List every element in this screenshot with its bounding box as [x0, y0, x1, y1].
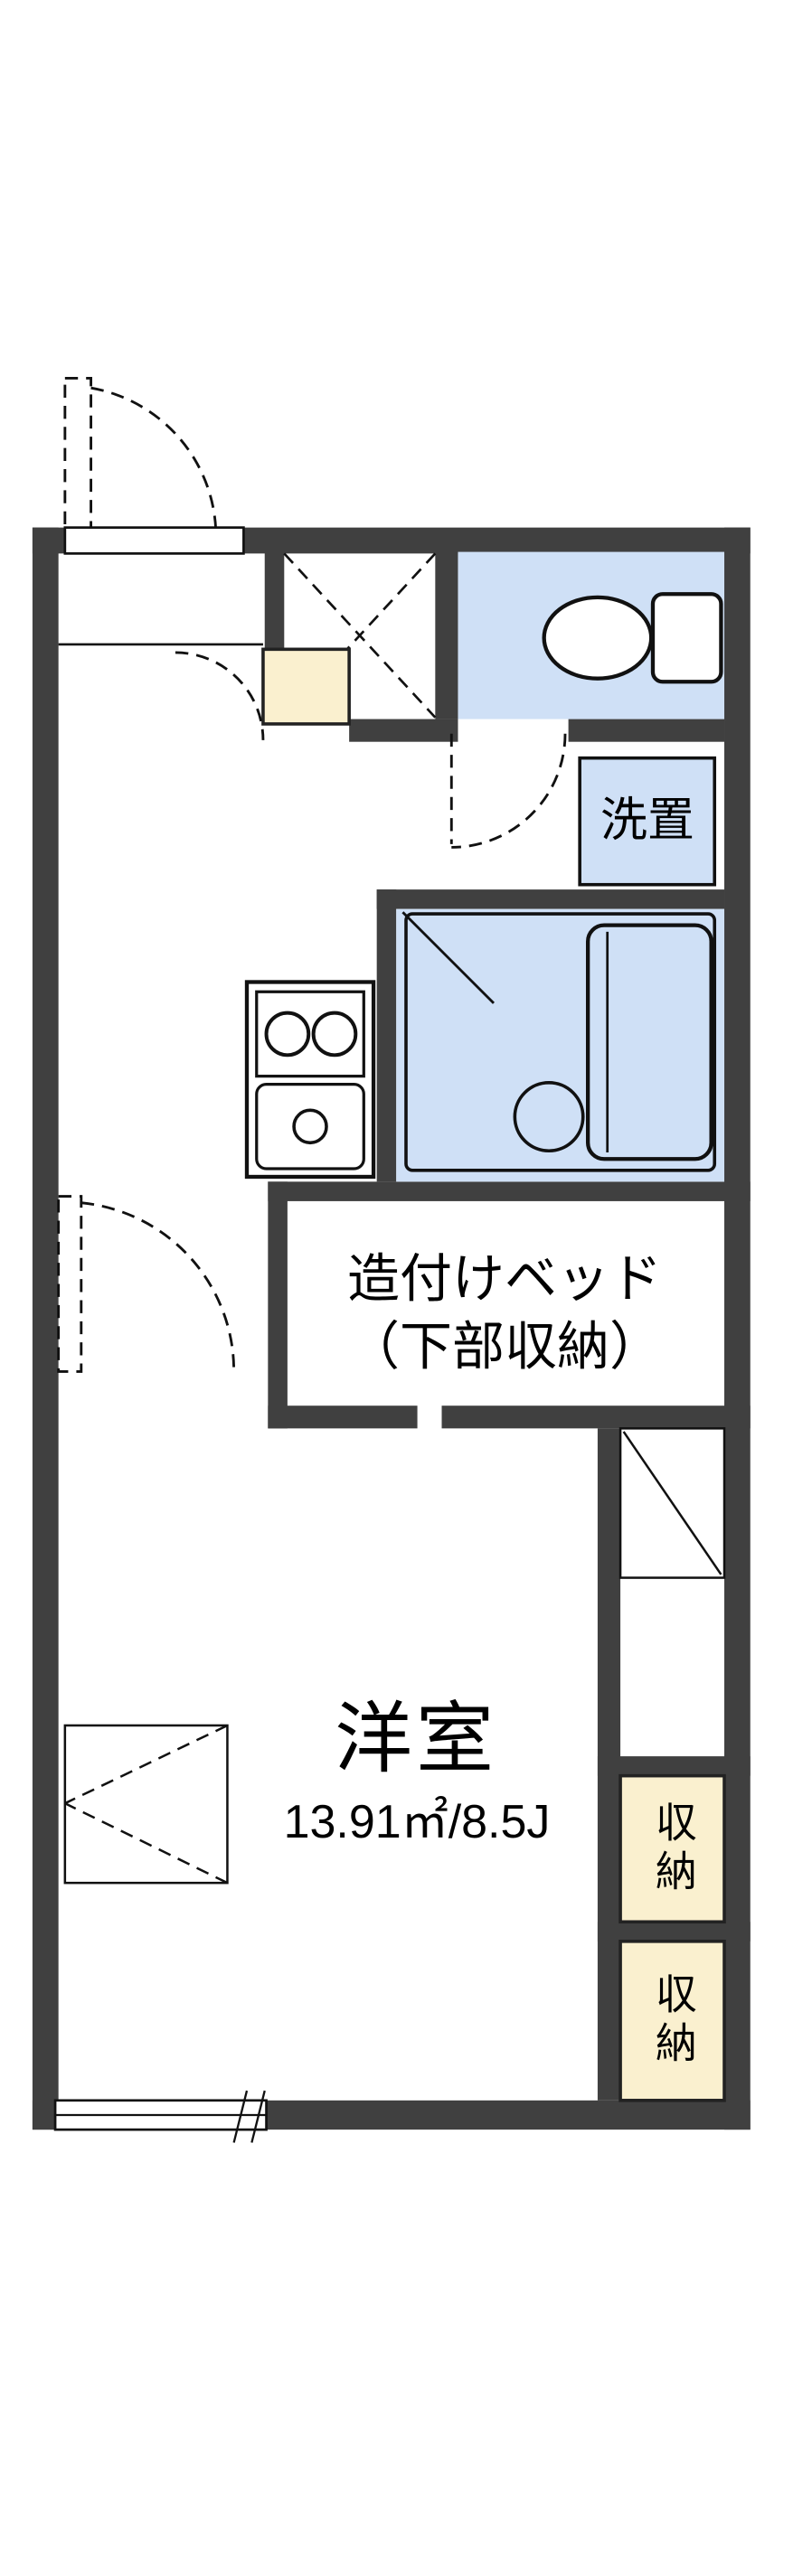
shoe-cabinet-box	[261, 647, 351, 726]
built-in-bed-label: 造付けベッド （下部収納）	[347, 1246, 662, 1382]
room-door-swing-arc	[57, 1195, 236, 1373]
entrance-doorway	[63, 526, 245, 555]
storage-lower-label: 収納	[649, 1972, 697, 2070]
drain-circle-icon	[513, 1081, 585, 1153]
closet-cross-mark	[283, 552, 437, 719]
wet-area-floors	[396, 551, 725, 1182]
built-in-bed-label-line2: （下部収納）	[346, 1318, 663, 1377]
toilet-door-swing-arc	[449, 733, 567, 849]
window-symbol	[53, 2090, 268, 2143]
toilet-icon	[542, 592, 723, 684]
entrance-closet-swing-arc	[175, 651, 265, 740]
built-in-bed-label-line1: 造付けベッド	[346, 1249, 663, 1309]
inspection-hatch	[63, 1724, 229, 1885]
storage-upper-label: 収納	[649, 1800, 697, 1898]
interior-walls	[264, 551, 751, 2101]
kitchen-unit	[244, 980, 376, 1180]
room-size-label: 13.91㎡/8.5J	[283, 1796, 551, 1849]
storage-lower-box	[618, 1940, 726, 2102]
room-name-label: 洋室	[335, 1696, 497, 1783]
refrigerator-space	[618, 1427, 726, 1579]
bathtub-icon	[401, 911, 717, 1172]
storage-upper-box	[618, 1773, 726, 1924]
washer-space-box	[578, 756, 717, 887]
entrance-door-swing-arc	[63, 376, 218, 538]
bathroom-floor	[396, 908, 725, 1182]
washer-space-label: 洗置	[600, 794, 695, 848]
